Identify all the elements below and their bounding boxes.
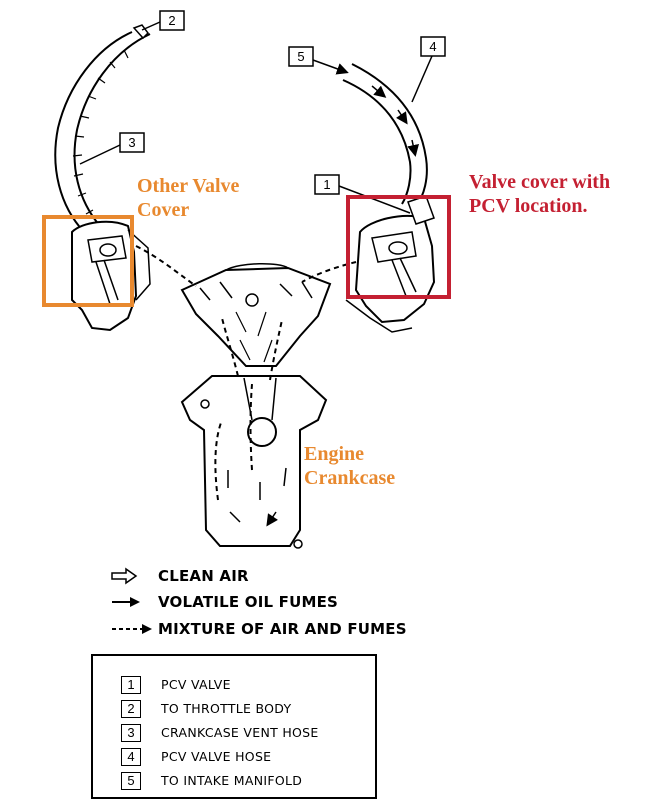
other-valve-cover-callout: Other Valve Cover — [137, 175, 240, 221]
key-label: TO INTAKE MANIFOLD — [161, 773, 303, 788]
reference-label-4: 4 — [411, 36, 446, 103]
legend-volatile-oil-fumes: VOLATILE OIL FUMES — [158, 593, 339, 611]
reference-label-1: 1 — [314, 174, 411, 214]
crankcase-vent-hose — [54, 24, 151, 233]
left-valve-cover — [71, 220, 151, 332]
reference-label-5: 5 — [288, 46, 349, 75]
mixture-flow-paths — [135, 245, 357, 501]
key-number: 4 — [121, 748, 141, 766]
legend-mixture-air-fumes: MIXTURE OF AIR AND FUMES — [158, 620, 407, 638]
reference-label-3: 3 — [79, 132, 145, 165]
key-number: 5 — [121, 772, 141, 790]
other-valve-cover-highlight — [42, 215, 134, 307]
key-number: 2 — [121, 700, 141, 718]
pcv-valve-cover-highlight — [346, 195, 451, 299]
svg-text:2: 2 — [168, 13, 175, 28]
solid-arrow-icon — [112, 597, 140, 607]
dashed-arrow-icon — [112, 624, 152, 634]
svg-text:5: 5 — [297, 49, 304, 64]
svg-text:1: 1 — [323, 177, 330, 192]
engine-crankcase-callout: Engine Crankcase — [304, 443, 396, 489]
key-label: CRANKCASE VENT HOSE — [161, 725, 319, 740]
svg-text:4: 4 — [429, 39, 436, 54]
parts-key: 1 PCV VALVE 2 TO THROTTLE BODY 3 CRANKCA… — [91, 654, 377, 799]
right-valve-cover — [345, 195, 436, 333]
svg-text:3: 3 — [128, 135, 135, 150]
key-label: PCV VALVE — [161, 677, 231, 692]
key-label: TO THROTTLE BODY — [161, 701, 292, 716]
key-number: 1 — [121, 676, 141, 694]
key-number: 3 — [121, 724, 141, 742]
reference-label-2: 2 — [141, 10, 185, 31]
legend-clean-air: CLEAN AIR — [158, 567, 249, 585]
pcv-valve-hose — [342, 63, 428, 207]
pcv-valve-cover-callout: Valve cover with PCV location. — [469, 171, 611, 217]
key-label: PCV VALVE HOSE — [161, 749, 272, 764]
clean-air-arrow-icon — [111, 567, 138, 585]
crankcase — [180, 375, 328, 549]
engine-block — [180, 262, 332, 367]
